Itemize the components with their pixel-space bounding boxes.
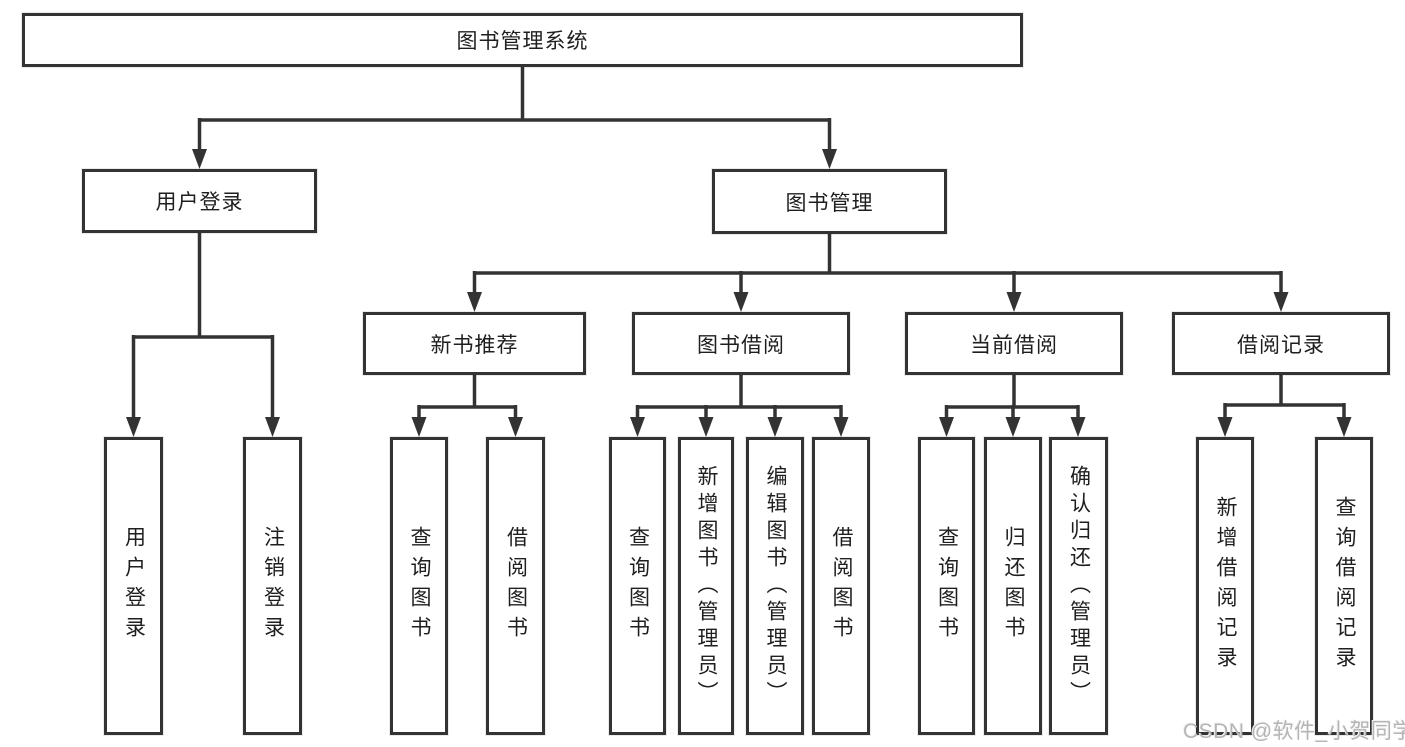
node-book-management: 图书管理 xyxy=(712,169,947,234)
leaf-current-confirm-return-admin: 确认归还（管理员） xyxy=(1049,437,1108,735)
leaf-borrow-edit-books-admin: 编辑图书（管理员） xyxy=(746,437,804,735)
leaf-borrow-query-books: 查询图书 xyxy=(609,437,666,735)
csdn-watermark: CSDN @软件_小贺同学 xyxy=(1183,720,1405,743)
leaf-current-return-books: 归还图书 xyxy=(984,437,1042,735)
node-library-system: 图书管理系统 xyxy=(22,13,1023,67)
node-book-borrow: 图书借阅 xyxy=(632,312,850,375)
leaf-borrow-borrow-books: 借阅图书 xyxy=(812,437,870,735)
leaf-logout: 注销登录 xyxy=(243,437,302,735)
leaf-recommend-borrow-books: 借阅图书 xyxy=(486,437,545,735)
arrowheads xyxy=(126,149,1352,437)
node-new-book-recommend: 新书推荐 xyxy=(363,312,586,375)
leaf-records-query-record: 查询借阅记录 xyxy=(1315,437,1373,735)
leaf-user-login: 用户登录 xyxy=(104,437,163,735)
node-user-login: 用户登录 xyxy=(82,169,317,233)
node-current-borrow: 当前借阅 xyxy=(905,312,1123,375)
node-borrow-records: 借阅记录 xyxy=(1172,312,1390,375)
leaf-recommend-query-books: 查询图书 xyxy=(390,437,448,735)
leaf-current-query-books: 查询图书 xyxy=(918,437,975,735)
leaf-records-add-record: 新增借阅记录 xyxy=(1196,437,1254,735)
leaf-borrow-add-books-admin: 新增图书（管理员） xyxy=(678,437,734,735)
